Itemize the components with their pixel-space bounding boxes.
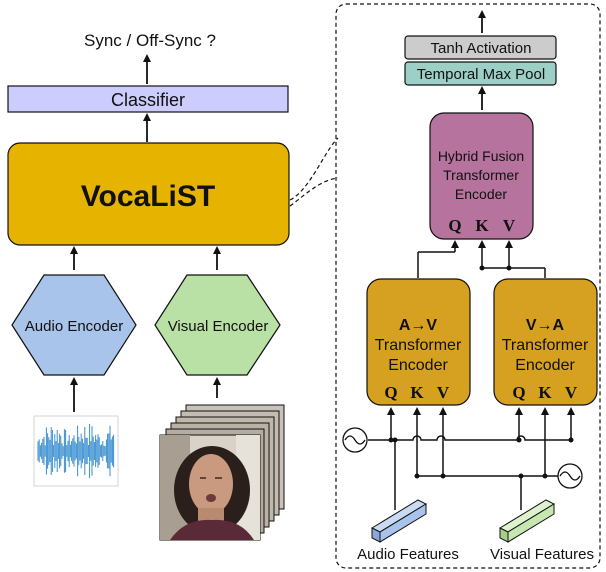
positional-encoding-icon-audio	[342, 427, 368, 453]
hybrid-fusion-encoder-box	[429, 112, 534, 240]
audio-encoder-hexagon	[11, 274, 137, 376]
detail-panel-border	[335, 3, 601, 569]
input-wiring	[368, 435, 572, 477]
hybrid-q-label: Q	[448, 216, 461, 235]
av-v-label: V	[437, 383, 450, 402]
zoom-connector-bottom	[289, 177, 339, 207]
av-encoder-line1: Transformer	[375, 337, 462, 354]
va-encoder-box	[493, 278, 598, 406]
temporal-max-pool-box	[404, 61, 557, 86]
classifier-box	[7, 85, 289, 113]
av-k-label: K	[410, 383, 424, 402]
tanh-activation-label: Tanh Activation	[431, 40, 532, 57]
vocalist-box	[7, 142, 290, 246]
output-label: Sync / Off-Sync ?	[84, 31, 216, 50]
zoom-connector-top	[289, 137, 339, 201]
av-encoder-line2: Encoder	[388, 357, 448, 374]
hybrid-v-label: V	[503, 216, 516, 235]
av-title: A→V	[399, 317, 438, 334]
hybrid-k-label: K	[475, 216, 489, 235]
hybrid-line2: Transformer	[443, 167, 519, 183]
va-v-label: V	[565, 383, 578, 402]
positional-encoding-icon-visual	[557, 463, 583, 489]
temporal-max-pool-label: Temporal Max Pool	[417, 66, 545, 83]
vocalist-label: VocaLiST	[81, 180, 215, 213]
visual-features-label: Visual Features	[490, 546, 594, 563]
audio-encoder-label: Audio Encoder	[25, 318, 123, 335]
classifier-label: Classifier	[111, 90, 185, 110]
va-encoder-line1: Transformer	[502, 337, 589, 354]
face-frame	[159, 434, 261, 541]
audio-features-label: Audio Features	[357, 546, 459, 563]
audio-features-bar	[370, 499, 428, 543]
va-title: V→A	[526, 317, 565, 334]
av-q-label: Q	[384, 383, 397, 402]
audio-waveform-image	[33, 415, 119, 487]
hybrid-line3: Encoder	[455, 186, 507, 202]
visual-features-bar	[498, 499, 556, 543]
visual-encoder-label: Visual Encoder	[168, 318, 269, 335]
va-q-label: Q	[512, 383, 525, 402]
hybrid-line1: Hybrid Fusion	[438, 148, 524, 164]
visual-encoder-hexagon	[154, 274, 281, 376]
video-frames-image	[159, 404, 285, 541]
va-k-label: K	[538, 383, 552, 402]
va-encoder-line2: Encoder	[515, 357, 575, 374]
av-encoder-box	[366, 278, 471, 406]
tanh-activation-box	[404, 35, 557, 60]
